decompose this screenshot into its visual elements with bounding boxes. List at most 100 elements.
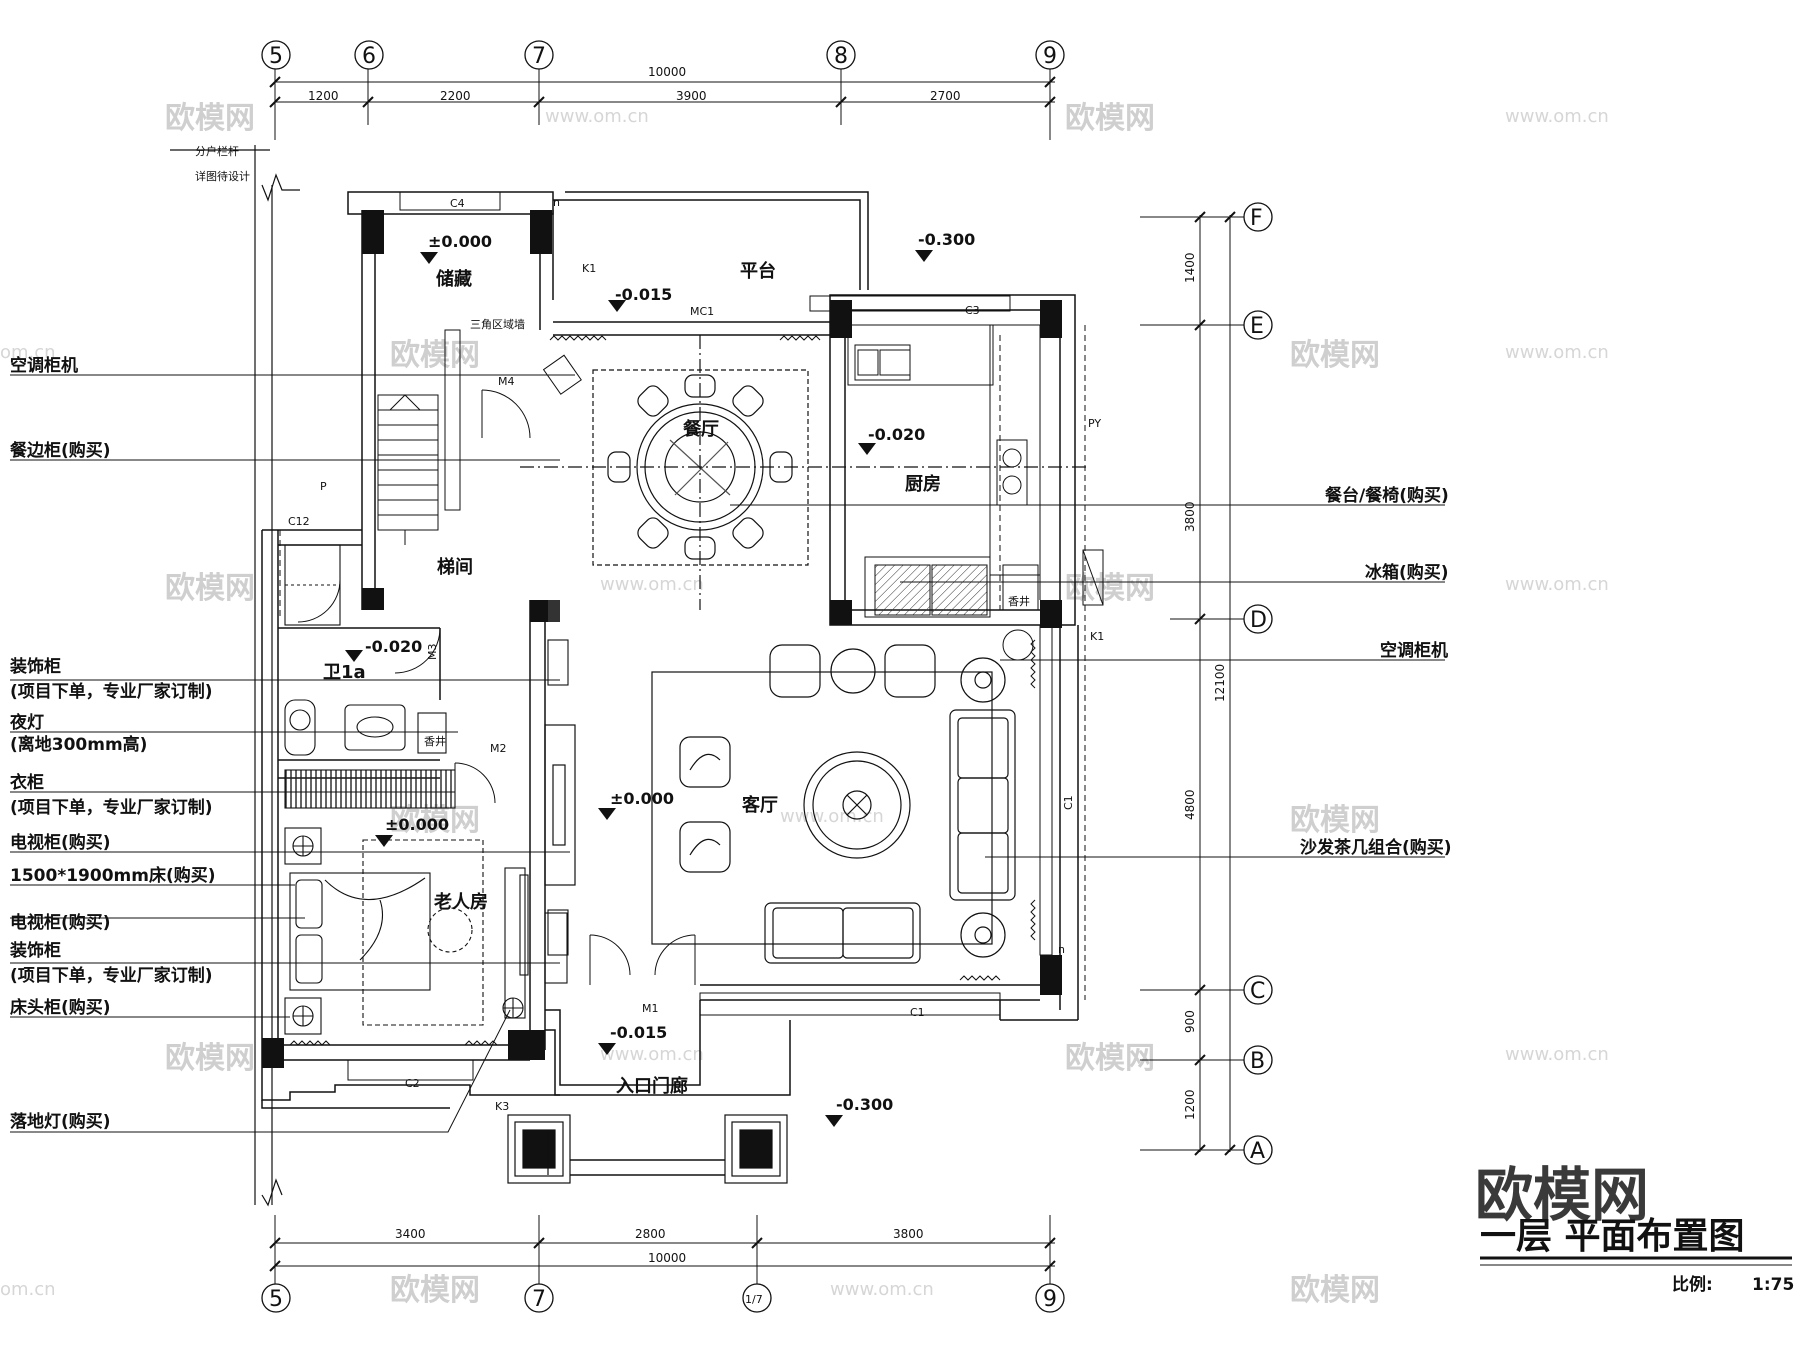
axis-bubble-5-bottom (261, 1283, 291, 1313)
watermark-url: www.om.cn (545, 106, 649, 127)
room-platform: 平台 (740, 260, 776, 282)
right-label-ac-unit: 空调柜机 (1380, 640, 1448, 661)
left-note-1: 分户栏杆 (195, 144, 239, 158)
axis-label-D: D (1250, 608, 1267, 633)
axis-bubble-B (1243, 1045, 1273, 1075)
drawing-title: 一层 平面布置图 (1480, 1216, 1745, 1257)
room-storage: 储藏 (435, 268, 472, 290)
room-entrance: 入口门廊 (616, 1075, 688, 1097)
right-dim-2: 3800 (1183, 501, 1197, 532)
top-total-dim: 10000 (648, 65, 686, 79)
right-dim-3: 4800 (1183, 789, 1197, 820)
watermark-brand: 欧模网 (390, 803, 480, 838)
right-total-dim: 12100 (1213, 664, 1227, 702)
brand-watermark-large: 欧模网 (1475, 1161, 1649, 1229)
axis-bubble-7-bottom (524, 1283, 554, 1313)
left-label-bed: 1500*1900mm床(购买) (10, 865, 216, 886)
level-bath: -0.020 (365, 637, 422, 656)
watermark-url: www.om.cn (600, 1044, 704, 1065)
room-stair: 梯间 (437, 556, 473, 578)
watermark-brand: 欧模网 (1290, 338, 1380, 373)
window-tag-c1-bottom: C1 (910, 1006, 925, 1019)
kitchen-fixtures (847, 324, 1104, 618)
watermark-url: www.om.cn (780, 806, 884, 827)
right-label-fridge: 冰箱(购买) (1365, 562, 1449, 583)
axis-label-8: 8 (834, 44, 848, 69)
staircase (377, 329, 461, 545)
bottom-dim-3: 3800 (893, 1227, 924, 1241)
right-dim-5: 1200 (1183, 1089, 1197, 1120)
tag-m4: M4 (498, 375, 515, 388)
axis-label-B: B (1250, 1049, 1265, 1074)
tag-k1-right: K1 (1090, 630, 1104, 643)
axis-bubble-A (1243, 1135, 1273, 1165)
tag-c12: C12 (288, 515, 310, 528)
scale-label: 比例: (1672, 1274, 1713, 1295)
right-dim-1: 1400 (1183, 252, 1197, 283)
watermark-brand: 欧模网 (165, 571, 255, 606)
right-label-sofa-set: 沙发茶几组合(购买) (1300, 837, 1452, 858)
axis-bubble-E (1243, 310, 1273, 340)
left-label-nightstand: 床头柜(购买) (10, 997, 111, 1018)
left-label-floor-lamp: 落地灯(购买) (10, 1111, 111, 1132)
tag-py: PY (1088, 417, 1101, 430)
window-frames (347, 191, 1053, 1081)
left-label-wardrobe: 衣柜 (10, 772, 44, 793)
watermark-url: om.cn (0, 1279, 56, 1300)
axis-label-1-7-bottom: 1/7 (745, 1293, 763, 1306)
level-kitchen: -0.020 (868, 425, 925, 444)
room-kitchen: 厨房 (905, 473, 941, 495)
left-label-deco-cabinet-2: 装饰柜 (9, 940, 61, 961)
left-note-2: 详图待设计 (195, 169, 250, 183)
structural-columns (262, 210, 1062, 1068)
level-storage: ±0.000 (428, 232, 492, 251)
level-living: ±0.000 (610, 789, 674, 808)
watermark-brand: 欧模网 (1290, 1273, 1380, 1308)
axis-bubble-5-top (261, 40, 291, 70)
axis-label-9: 9 (1043, 44, 1057, 69)
axis-label-E: E (1250, 314, 1264, 339)
watermark-url: om.cn (0, 342, 56, 363)
left-label-night-light-note: (离地300mm高) (10, 734, 147, 755)
watermark-url: www.om.cn (1505, 574, 1609, 595)
window-tag-c2: C2 (405, 1077, 420, 1090)
left-boundary (170, 145, 300, 1207)
scale-value: 1:75 (1752, 1275, 1794, 1295)
tag-xiangjing-bath: 香井 (424, 734, 446, 748)
door-swings (297, 389, 696, 985)
level-outside: -0.300 (836, 1095, 893, 1114)
tag-p: P (320, 480, 327, 493)
room-living: 客厅 (742, 794, 778, 816)
left-leader-lines (10, 374, 575, 1133)
axis-label-7-bottom: 7 (532, 1287, 546, 1312)
axis-bubble-C (1243, 975, 1273, 1005)
axis-label-A: A (1250, 1139, 1265, 1164)
watermark-brand: 欧模网 (165, 101, 255, 136)
bath-and-wardrobe (284, 544, 569, 956)
top-dim-2: 2200 (440, 89, 471, 103)
tag-triangle-wall: 三角区域墙 (470, 317, 525, 331)
axis-label-5: 5 (269, 44, 283, 69)
watermark-brand: 欧模网 (165, 1041, 255, 1076)
tag-mc1: MC1 (690, 305, 714, 318)
tag-n-right: n (1058, 943, 1065, 956)
level-platform: -0.300 (918, 230, 975, 249)
tag-m2: M2 (490, 742, 507, 755)
left-label-wardrobe-note: (项目下单，专业厂家订制) (10, 797, 213, 818)
top-dim-1: 1200 (308, 89, 339, 103)
watermark-url: www.om.cn (1505, 106, 1609, 127)
radiator-strips (289, 335, 1036, 1046)
watermark-layer: 欧模网 www.om.cn 欧模网 www.om.cn om.cn 欧模网 欧模… (0, 101, 1609, 1308)
left-label-tv-cabinet-2: 电视柜(购买) (10, 912, 111, 933)
axis-bubble-8-top (826, 40, 856, 70)
axis-label-7: 7 (532, 44, 546, 69)
window-tag-c3: C3 (965, 304, 980, 317)
watermark-url: www.om.cn (1505, 342, 1609, 363)
left-label-ac-unit: 空调柜机 (10, 355, 78, 376)
watermark-brand: 欧模网 (390, 1273, 480, 1308)
room-dining: 餐厅 (682, 418, 719, 440)
axis-bubble-F (1243, 202, 1273, 232)
left-label-deco-cabinet-1: 装饰柜 (9, 656, 61, 677)
